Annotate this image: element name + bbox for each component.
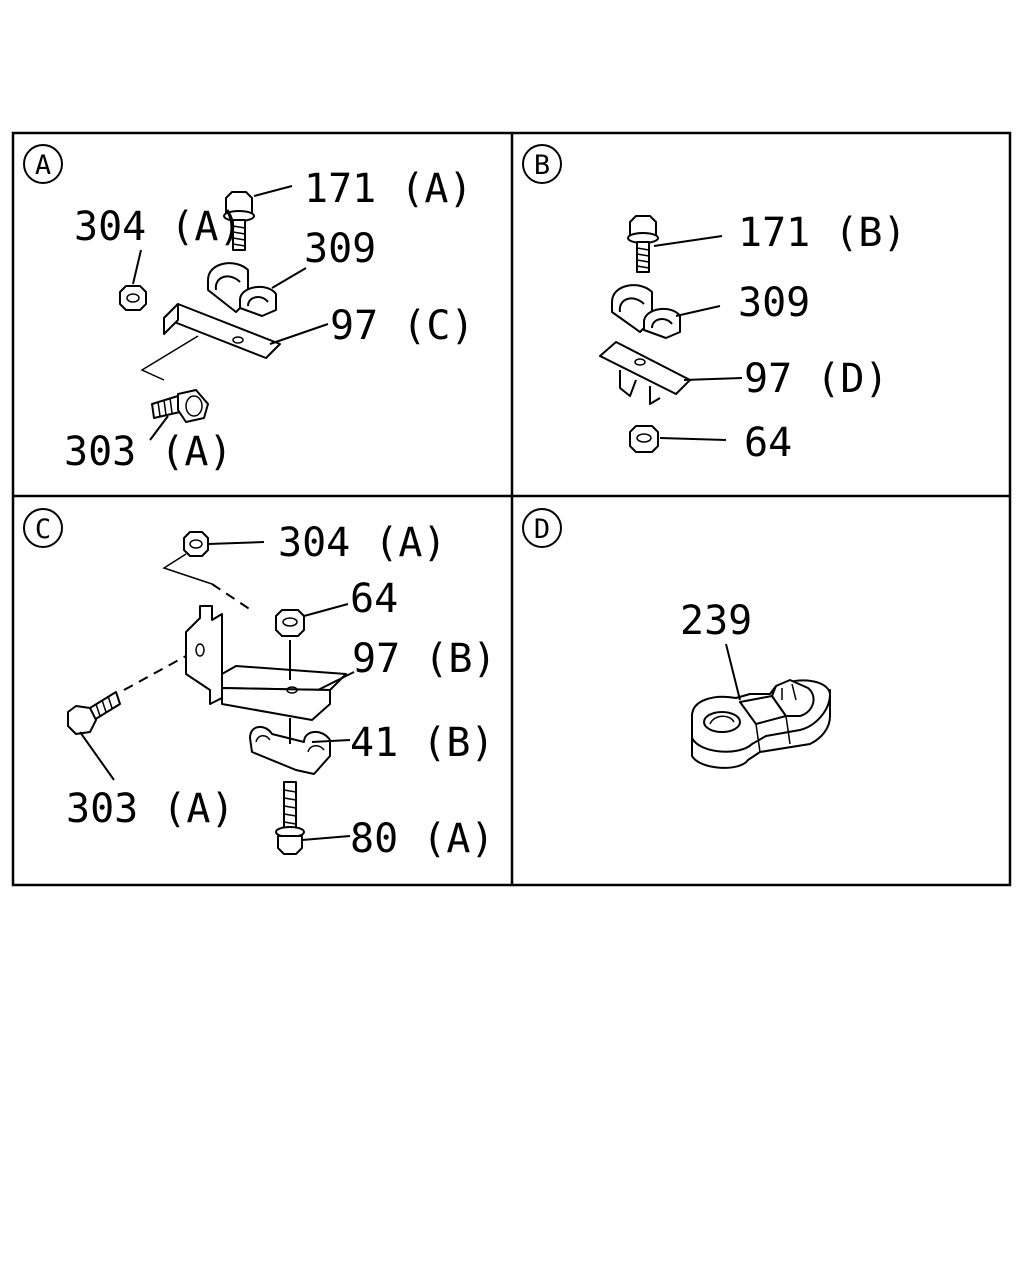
label-97c: 97 (C): [330, 303, 475, 349]
leader-309-b: [675, 305, 721, 317]
label-41b: 41 (B): [350, 720, 495, 766]
clip-309-icon-b: [611, 284, 681, 339]
leader-171a: [253, 185, 293, 197]
panel-d-badge: [522, 508, 562, 548]
panel-a-letter: A: [35, 150, 51, 181]
label-303a-c: 303 (A): [66, 786, 235, 832]
leader-304a-c: [207, 541, 265, 545]
label-171b: 171 (B): [738, 210, 907, 256]
leader-97d: [683, 377, 743, 381]
bolt-303a-icon-a: [151, 389, 209, 423]
panel-d: D 239: [522, 508, 831, 769]
label-64-c: 64: [350, 576, 398, 622]
leader-303a-c: [79, 731, 115, 781]
label-309-b: 309: [738, 280, 810, 326]
label-303a-a: 303 (A): [64, 429, 233, 475]
leader-80a: [301, 835, 351, 841]
nut-64-icon-b: [629, 425, 659, 453]
panel-a: A: [23, 144, 475, 475]
clamp-239-icon: [691, 679, 831, 769]
bracket-97d-icon: [599, 341, 691, 405]
guide-dash-c1: [211, 583, 255, 613]
panel-b-badge: [522, 144, 562, 184]
panel-c-badge: [23, 508, 63, 548]
leader-97c: [269, 323, 329, 345]
label-304a-c: 304 (A): [278, 520, 447, 566]
leader-303a-a: [149, 415, 169, 441]
label-304a-a: 304 (A): [74, 204, 243, 250]
label-171a: 171 (A): [304, 166, 473, 212]
guide-nut-c: [162, 553, 213, 585]
bolt-171a-icon: [223, 191, 255, 251]
leader-171b: [653, 235, 723, 247]
panel-c: C: [23, 508, 497, 862]
leader-304a: [132, 249, 142, 285]
bracket-97c-icon: [163, 303, 281, 359]
leader-64-b: [659, 437, 727, 441]
leader-309-a: [271, 267, 307, 289]
panel-b: B 171 (B): [522, 144, 907, 466]
leader-41b: [311, 739, 351, 743]
label-309-a: 309: [304, 226, 376, 272]
leader-64-c: [303, 603, 349, 617]
leader-239: [725, 643, 741, 701]
label-239: 239: [680, 598, 752, 644]
guide-dash-c2: [123, 655, 187, 691]
assembly-guide-a: [140, 335, 199, 381]
bracket-97b-icon: [185, 605, 347, 721]
panel-a-badge: [23, 144, 63, 184]
leader-97b: [317, 671, 355, 691]
label-64-b: 64: [744, 420, 792, 466]
bolt-171b-icon: [627, 215, 659, 273]
panel-b-letter: B: [534, 150, 550, 181]
bolt-303a-icon-c: [67, 691, 121, 735]
label-80a: 80 (A): [350, 816, 495, 862]
bolt-80a-icon: [275, 781, 305, 855]
nut-304a-icon: [119, 285, 147, 311]
label-97d: 97 (D): [744, 356, 889, 402]
label-97b: 97 (B): [352, 636, 497, 682]
panel-d-letter: D: [534, 514, 550, 545]
panel-c-letter: C: [35, 514, 51, 545]
clip-309-icon: [207, 262, 277, 317]
clip-41b-icon: [249, 726, 331, 775]
nut-64-icon-c: [275, 609, 305, 637]
nut-304a-icon-c: [183, 531, 209, 557]
